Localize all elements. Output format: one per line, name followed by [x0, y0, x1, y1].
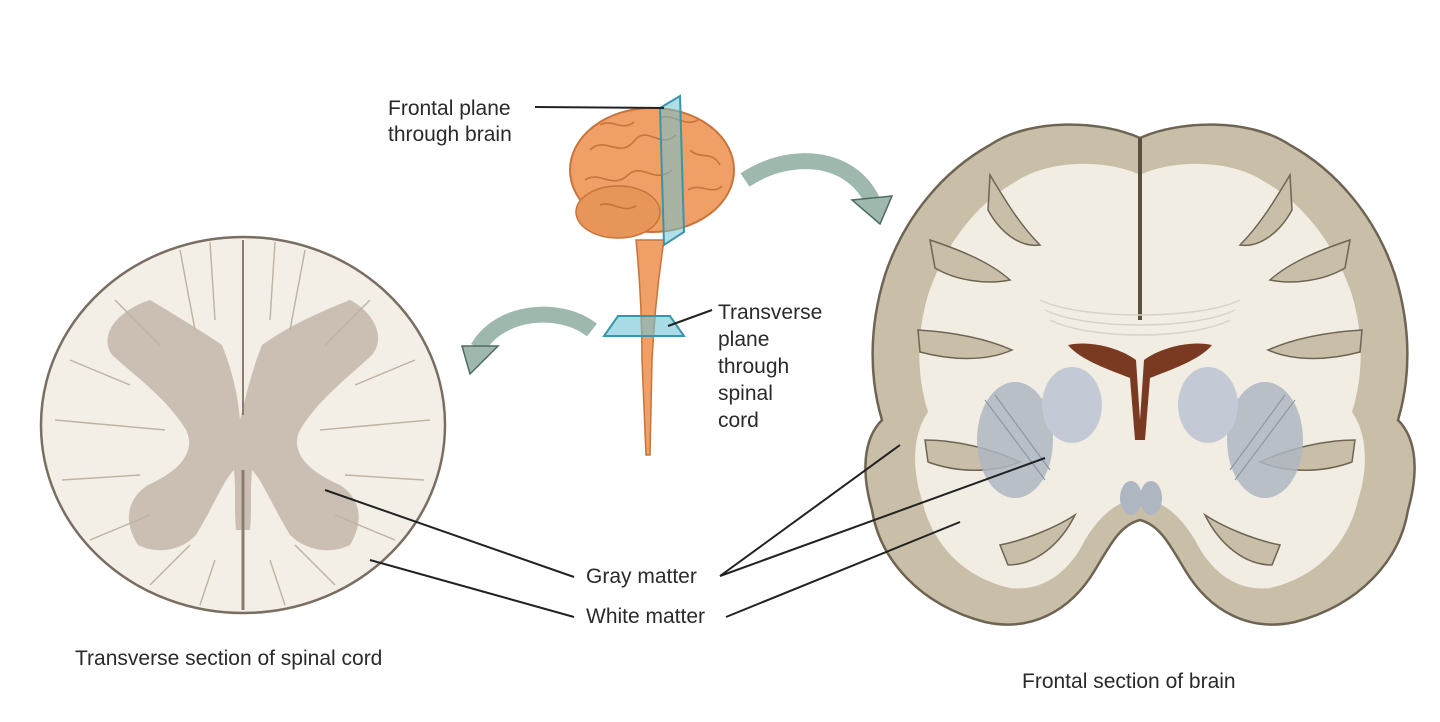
transverse-plane-label-line1: Transverse	[718, 301, 823, 324]
spinal-cord-section	[39, 235, 447, 615]
transverse-plane-label-line5: cord	[718, 409, 759, 432]
arrow-to-cord-section	[461, 306, 597, 376]
lateral-ventricles	[1068, 343, 1212, 440]
transverse-plane	[602, 315, 686, 337]
leader-transverse-plane	[667, 309, 713, 327]
leader-gray-matter-nuclei	[719, 457, 1046, 577]
leader-lines	[324, 106, 1046, 618]
leader-white-matter-brain	[725, 521, 961, 618]
brain-caption: Frontal section of brain	[1022, 670, 1236, 693]
frontal-plane-label-line2: through brain	[388, 123, 512, 146]
brain-frontal-section	[864, 123, 1416, 626]
transverse-plane-label-line3: through	[718, 355, 790, 378]
frontal-plane-label: Frontal plane through brain	[388, 96, 512, 148]
frontal-plane	[658, 94, 686, 247]
transverse-plane-label-line4: spinal	[718, 382, 773, 405]
gray-matter-label: Gray matter	[586, 565, 697, 588]
leader-gray-matter-cortex	[719, 444, 901, 577]
spinal-cord-caption: Transverse section of spinal cord	[75, 647, 383, 670]
arrow-to-brain-section	[740, 153, 894, 226]
leader-frontal-plane	[534, 106, 665, 109]
white-matter-label: White matter	[586, 605, 706, 628]
leader-white-matter-cord	[369, 559, 575, 618]
transverse-plane-label: Transverse plane through spinal cord	[718, 299, 822, 434]
frontal-plane-label-line1: Frontal plane	[388, 97, 511, 120]
spinal-cord-illustration	[635, 239, 665, 456]
brain-illustration	[569, 94, 735, 456]
spinal-cord-gray-matter	[107, 300, 379, 551]
transverse-plane-label-line2: plane	[718, 328, 770, 351]
leader-gray-matter-cord	[324, 489, 575, 578]
